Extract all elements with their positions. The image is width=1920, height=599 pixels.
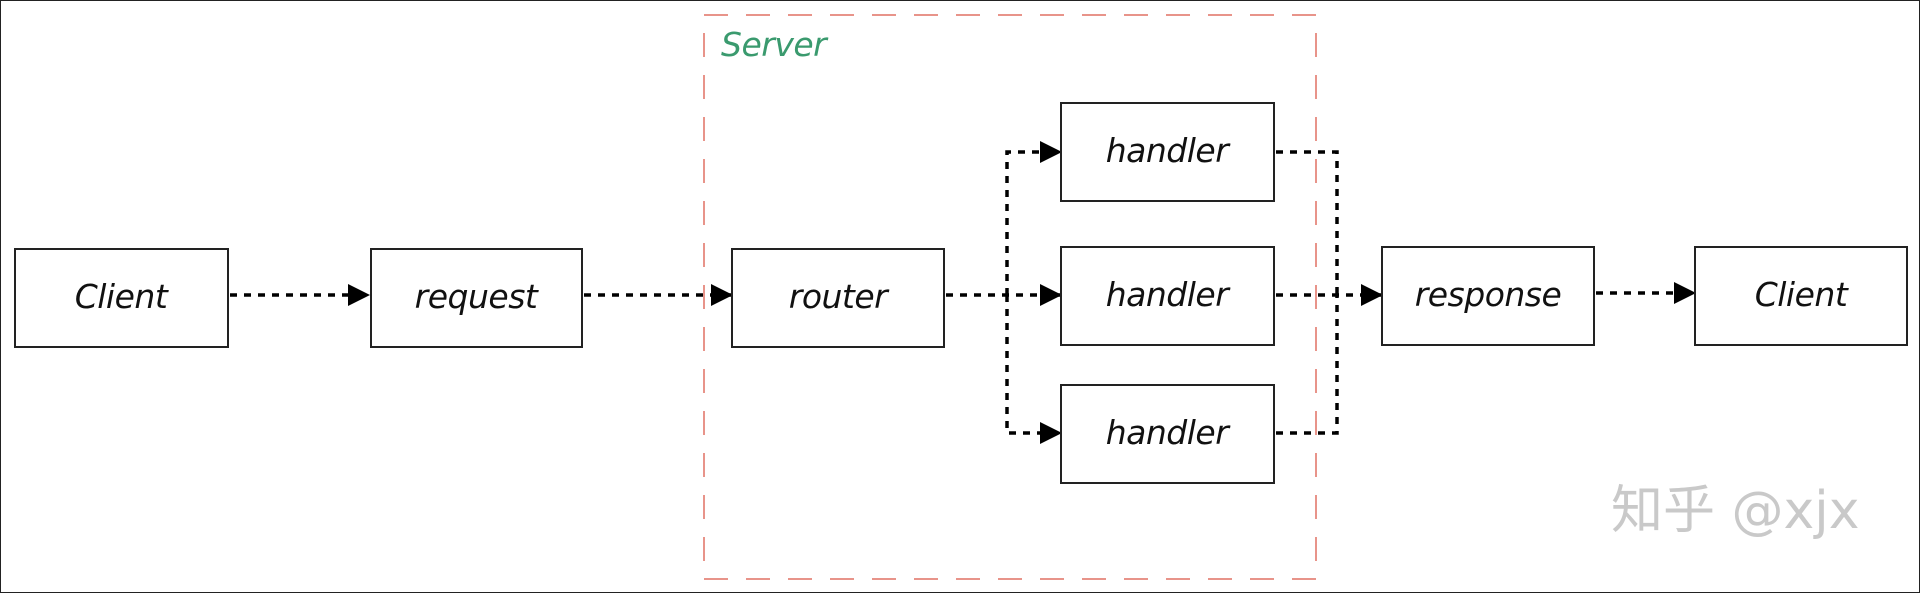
node-client-left: Client bbox=[14, 248, 229, 348]
node-box bbox=[1381, 246, 1595, 346]
node-label: router bbox=[789, 277, 890, 316]
node-box bbox=[731, 248, 945, 348]
node-handler-bottom: handler bbox=[1060, 384, 1275, 484]
node-box bbox=[1060, 246, 1275, 346]
node-box bbox=[1694, 246, 1908, 346]
node-box bbox=[1060, 384, 1275, 484]
node-handler-middle: handler bbox=[1060, 246, 1275, 346]
server-group-border bbox=[703, 14, 1317, 580]
node-box bbox=[370, 248, 583, 348]
edge-handler-bottom-to-response bbox=[1276, 295, 1339, 435]
edges bbox=[230, 141, 1696, 444]
node-response: response bbox=[1381, 246, 1595, 346]
edge-handler-top-to-response bbox=[1276, 150, 1339, 295]
node-label: Client bbox=[75, 277, 169, 316]
node-label: request bbox=[415, 277, 539, 316]
node-handler-top: handler bbox=[1060, 102, 1275, 202]
node-request: request bbox=[370, 248, 583, 348]
node-label: handler bbox=[1106, 131, 1231, 170]
node-client-right: Client bbox=[1694, 246, 1908, 346]
edge-router-to-handler-top bbox=[1005, 141, 1062, 295]
node-label: response bbox=[1415, 275, 1562, 314]
watermark: 知乎 @xjx bbox=[1611, 481, 1860, 541]
node-box bbox=[1060, 102, 1275, 202]
edge-router-to-handler-bottom bbox=[1005, 295, 1062, 444]
node-box bbox=[14, 248, 229, 348]
node-router: router bbox=[731, 248, 945, 348]
node-label: handler bbox=[1106, 275, 1231, 314]
server-group-label: Server bbox=[721, 25, 829, 64]
node-label: handler bbox=[1106, 413, 1231, 452]
node-label: Client bbox=[1755, 275, 1849, 314]
